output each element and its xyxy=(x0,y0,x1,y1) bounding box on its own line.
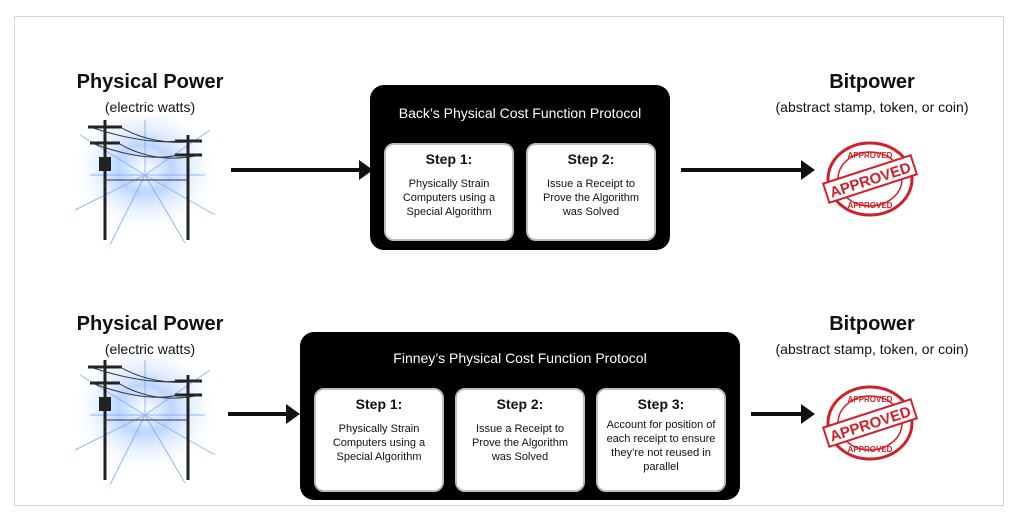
step-1-box: Step 1: Physically Strain Computers usin… xyxy=(384,143,514,241)
approved-stamp-icon: APPROVED APPROVED APPROVED xyxy=(821,141,919,217)
stamp-top-text: APPROVED xyxy=(848,151,893,160)
step-3-box: Step 3: Account for position of each rec… xyxy=(596,388,726,492)
protocol-title: Finney’s Physical Cost Function Protocol xyxy=(393,350,647,366)
protocol-title: Back’s Physical Cost Function Protocol xyxy=(398,105,642,121)
power-pole-icon xyxy=(74,355,216,486)
step-body: Issue a Receipt to Prove the Algorithm w… xyxy=(472,423,568,463)
stamp-bottom-text: APPROVED xyxy=(848,201,893,210)
output-subtitle: (abstract stamp, token, or coin) xyxy=(775,341,969,357)
output-caption-1: Bitpower (abstract stamp, token, or coin… xyxy=(742,70,1002,116)
output-title: Bitpower xyxy=(829,71,915,93)
power-pole-icon xyxy=(74,115,216,246)
step-body: Physically Strain Computers using a Spec… xyxy=(332,423,426,463)
step-2-box: Step 2: Issue a Receipt to Prove the Alg… xyxy=(526,143,656,241)
back-protocol-box: Back’s Physical Cost Function Protocol S… xyxy=(370,85,670,250)
step-heading: Step 2: xyxy=(496,396,544,412)
source-title: Physical Power xyxy=(76,71,224,93)
output-subtitle: (abstract stamp, token, or coin) xyxy=(775,99,969,115)
step-body: Physically Strain Computers using a Spec… xyxy=(402,178,496,218)
arrow-to-output-2 xyxy=(751,404,815,424)
source-caption-2: Physical Power (electric watts) xyxy=(60,312,240,358)
step-body: Account for position of each receipt to … xyxy=(606,419,716,473)
step-1-box: Step 1: Physically Strain Computers usin… xyxy=(314,388,444,492)
finney-protocol-box: Finney’s Physical Cost Function Protocol… xyxy=(300,332,740,500)
source-subtitle: (electric watts) xyxy=(104,341,196,357)
step-heading: Step 1: xyxy=(355,396,403,412)
approved-stamp-icon: APPROVED APPROVED APPROVED xyxy=(821,385,919,461)
arrow-to-protocol-2 xyxy=(228,404,300,424)
step-heading: Step 1: xyxy=(425,151,473,167)
source-caption-1: Physical Power (electric watts) xyxy=(60,70,240,116)
source-title: Physical Power xyxy=(76,313,224,335)
source-subtitle: (electric watts) xyxy=(104,99,196,115)
output-title: Bitpower xyxy=(829,313,915,335)
step-heading: Step 2: xyxy=(567,151,615,167)
stamp-top-text: APPROVED xyxy=(848,395,893,404)
step-body: Issue a Receipt to Prove the Algorithm w… xyxy=(543,178,639,218)
arrow-to-output-1 xyxy=(681,160,815,180)
stamp-bottom-text: APPROVED xyxy=(848,445,893,454)
step-heading: Step 3: xyxy=(637,396,685,412)
arrow-to-protocol-1 xyxy=(231,160,373,180)
output-caption-2: Bitpower (abstract stamp, token, or coin… xyxy=(742,312,1002,358)
step-2-box: Step 2: Issue a Receipt to Prove the Alg… xyxy=(455,388,585,492)
